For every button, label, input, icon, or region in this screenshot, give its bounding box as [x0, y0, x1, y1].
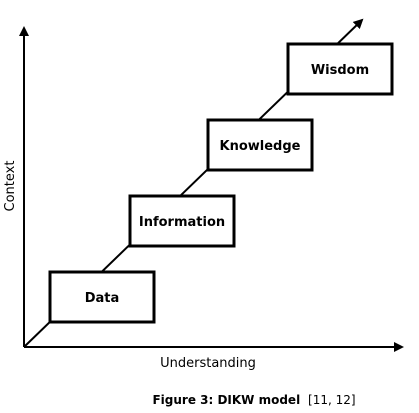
x-axis-label: Understanding	[160, 356, 256, 371]
stage-knowledge: Knowledge	[206, 118, 314, 172]
stage-wisdom-box	[286, 42, 394, 96]
stage-data-label: Data	[85, 291, 120, 306]
stage-knowledge-label: Knowledge	[220, 139, 301, 154]
y-axis-label: Context	[3, 161, 18, 212]
stage-information-box	[128, 194, 236, 248]
stage-knowledge-box	[206, 118, 314, 172]
stage-wisdom: Wisdom	[286, 42, 394, 96]
stage-data: Data	[48, 270, 156, 324]
stage-wisdom-label: Wisdom	[311, 63, 369, 78]
caption-reference: [11, 12]	[308, 393, 356, 407]
figure-caption: Figure 3: DIKW model [11, 12]	[152, 393, 355, 407]
stage-information: Information	[128, 194, 236, 248]
caption-figure: Figure 3: DIKW model	[152, 393, 300, 407]
stage-information-label: Information	[139, 215, 225, 230]
stage-data-box	[48, 270, 156, 324]
